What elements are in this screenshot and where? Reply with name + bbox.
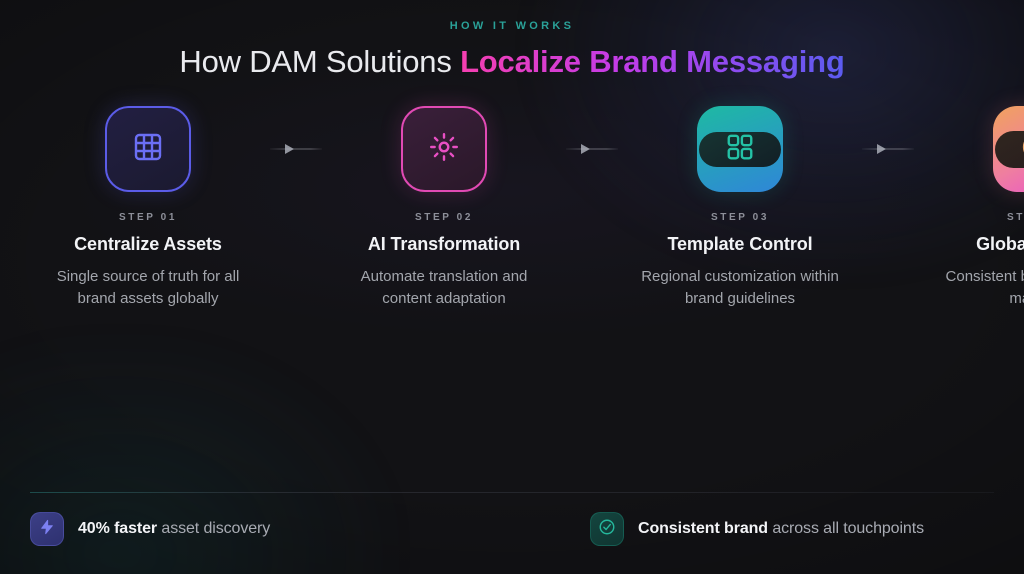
badge-icon-wrap-2 [590, 512, 624, 546]
badge-rest-2: across all touchpoints [767, 520, 924, 537]
step-icon-tile-2 [401, 106, 487, 192]
lightning-bolt-icon [39, 519, 55, 540]
arrow-line-3 [862, 148, 914, 150]
step-number-3: STEP 03 [710, 212, 770, 223]
globe-icon [1020, 131, 1024, 168]
step-number-2: STEP 02 [414, 212, 474, 223]
arrow-line-2 [566, 148, 618, 150]
step-title-1: Centralize Assets [74, 234, 222, 254]
badge-text-1: 40% faster asset discovery [78, 520, 270, 538]
footer-badge-1: 40% faster asset discovery [30, 512, 590, 546]
step-number-4: STEP 04 [1006, 212, 1024, 223]
arrow-right-icon-3 [862, 143, 914, 155]
arrow-head-2 [581, 144, 590, 154]
badge-rest-1: asset discovery [157, 520, 271, 537]
page-title-plain: How DAM Solutions [179, 44, 461, 79]
step-icon-tile-1 [105, 106, 191, 192]
footer-badges: 40% faster asset discovery Consistent br… [30, 512, 994, 546]
grid-2x2-icon [725, 132, 755, 167]
header: HOW IT WORKS How DAM Solutions Localize … [0, 0, 1024, 80]
page-title-accent: Localize Brand Messaging [460, 44, 845, 79]
steps-row: STEP 01 Centralize Assets Single source … [26, 106, 1024, 310]
sparkle-sun-icon [428, 131, 460, 168]
arrow-line-1 [270, 148, 322, 150]
step-icon-tile-4 [993, 106, 1024, 192]
connector-3 [862, 106, 914, 192]
badge-text-2: Consistent brand across all touchpoints [638, 520, 924, 538]
connector-1 [270, 106, 322, 192]
step-title-2: AI Transformation [367, 234, 521, 254]
step-card-1[interactable]: STEP 01 Centralize Assets Single source … [26, 106, 270, 310]
step-desc-4: Consistent brand across all markets [945, 268, 1024, 308]
step-desc-3: Regional customization within brand guid… [641, 268, 839, 308]
step-card-3[interactable]: STEP 03 Template Control Regional custom… [618, 106, 862, 310]
arrow-head-1 [285, 144, 294, 154]
footer-badge-2: Consistent brand across all touchpoints [590, 512, 994, 546]
arrow-right-icon-2 [566, 143, 618, 155]
arrow-head-3 [877, 144, 886, 154]
step-card-2[interactable]: STEP 02 AI Transformation Automate trans… [322, 106, 566, 310]
step-icon-tile-3 [697, 106, 783, 192]
badge-icon-wrap-1 [30, 512, 64, 546]
grid-3x3-icon [132, 131, 164, 168]
step-number-1: STEP 01 [118, 212, 178, 223]
step-card-4[interactable]: STEP 04 Global Deploy Consistent brand a… [914, 106, 1024, 310]
step-desc-1: Single source of truth for all brand ass… [56, 268, 240, 308]
badge-strong-2: Consistent brand [638, 520, 768, 537]
badge-strong-1: 40% faster [78, 520, 158, 537]
check-circle-icon [598, 518, 616, 541]
step-title-3: Template Control [667, 234, 813, 254]
step-title-4: Global Deploy [976, 234, 1024, 254]
connector-2 [566, 106, 618, 192]
footer-divider [30, 492, 994, 493]
arrow-right-icon-1 [270, 143, 322, 155]
page-title: How DAM Solutions Localize Brand Messagi… [0, 44, 1024, 80]
eyebrow-label: HOW IT WORKS [449, 20, 575, 32]
step-desc-2: Automate translation and content adaptat… [360, 268, 528, 308]
